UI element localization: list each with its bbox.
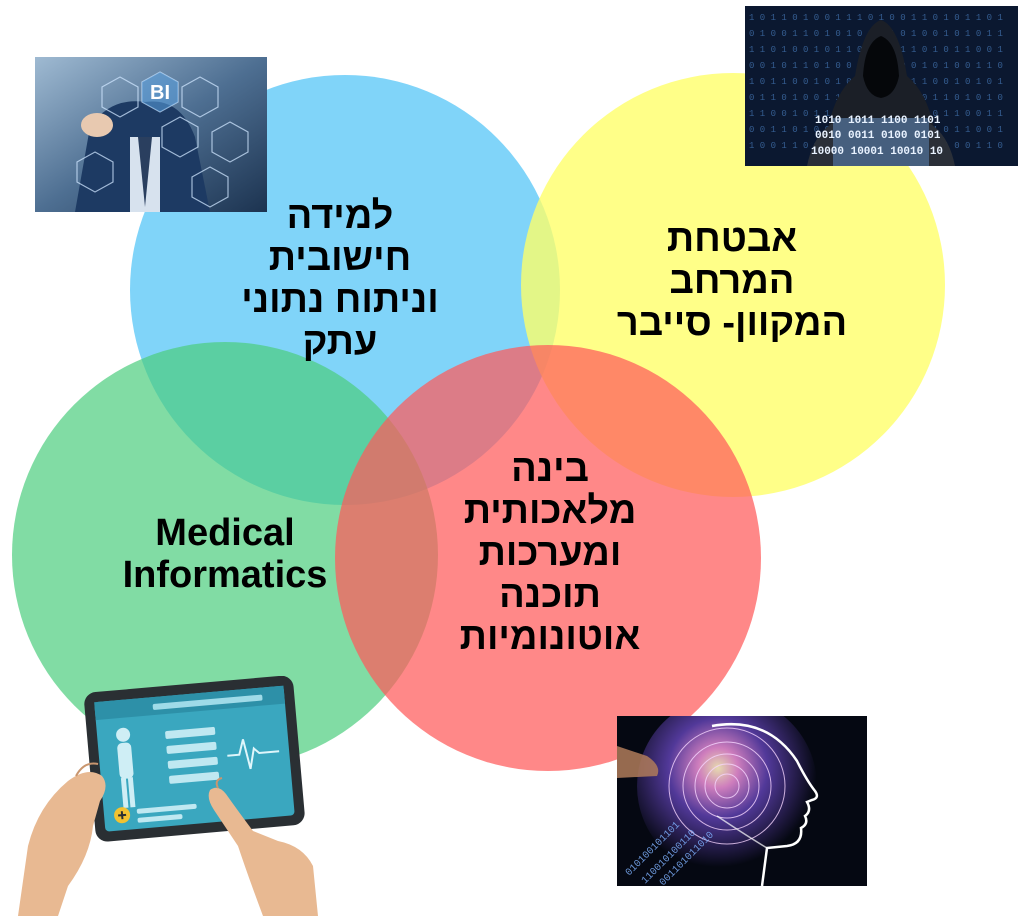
- business-intelligence-image: BI: [35, 57, 267, 212]
- label-cyber-line-2: המרחב: [669, 260, 795, 302]
- label-machine-learning: למידה חישובית וניתוח נתוני עתק: [180, 195, 500, 363]
- binary-row-3: 10000 10001 10010 10: [811, 146, 943, 158]
- label-medical-line-2: Informatics: [122, 554, 328, 596]
- bi-text: BI: [150, 82, 170, 104]
- label-ai-line-2: מלאכותית: [463, 490, 637, 532]
- label-cyber-security: אבטחת המרחב המקוון- סייבר: [582, 218, 882, 344]
- circle-artificial-intelligence: [335, 345, 761, 771]
- label-artificial-intelligence: בינה מלאכותית ומערכות תוכנה אוטונומיות: [395, 448, 705, 658]
- circle-medical-informatics: [12, 342, 438, 768]
- label-ai-line-4: תוכנה: [499, 574, 601, 616]
- label-ai-line-1: בינה: [511, 448, 589, 490]
- label-medical-line-1: Medical: [155, 512, 295, 554]
- label-ml-line-3: וניתוח נתוני: [241, 279, 439, 321]
- binary-row-1: 1010 1011 1100 1101: [815, 115, 941, 127]
- label-ai-line-3: ומערכות: [478, 532, 622, 574]
- label-cyber-line-1: אבטחת: [666, 218, 798, 260]
- label-ml-line-4: עתק: [302, 321, 378, 363]
- ai-brain-head-image: 010100101101 110010100110 001101011010: [617, 716, 867, 886]
- label-ai-line-5: אוטונומיות: [459, 616, 641, 658]
- hooded-hacker-binary-image: 1 0 1 1 0 1 0 0 1 1 1 0 1 0 0 1 1 0 1 0 …: [745, 6, 1018, 166]
- label-medical-informatics: Medical Informatics: [65, 512, 385, 596]
- medical-tablet-hands-image: [18, 676, 318, 916]
- label-ml-line-1: למידה: [286, 195, 394, 237]
- label-ml-line-2: חישובית: [268, 237, 412, 279]
- svg-text:1 0 1 1 0 1 0 0 1 1 1 0 1 0 0: 1 0 1 1 0 1 0 0 1 1 1 0 1 0 0 1 1 0 1 0 …: [749, 13, 1003, 23]
- label-cyber-line-3: המקוון- סייבר: [616, 302, 848, 344]
- binary-row-2: 0010 0011 0100 0101: [815, 130, 941, 142]
